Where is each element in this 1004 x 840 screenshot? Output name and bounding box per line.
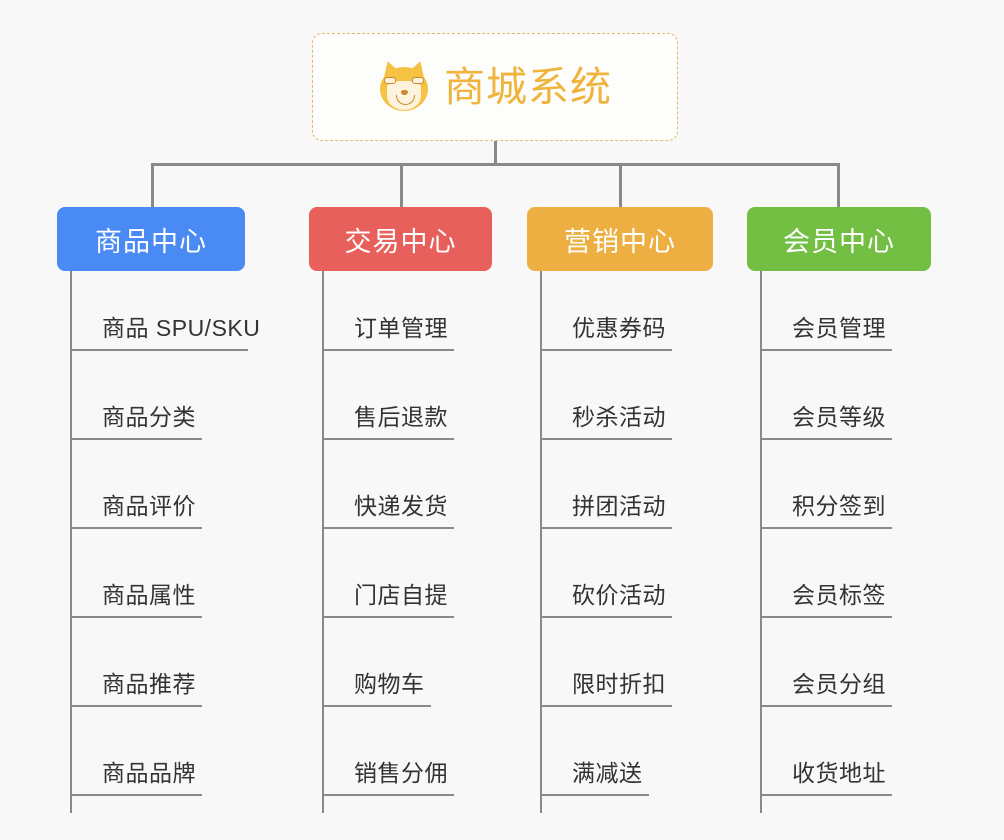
leaf-item-label: 购物车 [354,671,425,697]
connector-drop-1 [151,163,154,208]
leaf-item-label: 销售分佣 [354,760,448,786]
leaf-item-label: 快递发货 [354,493,448,519]
root-title: 商城系统 [444,63,612,110]
leaf-item-label: 满减送 [572,760,643,786]
leaf-item-marketing-6[interactable]: 满减送 [540,760,649,796]
leaf-item-label: 商品推荐 [102,671,196,697]
leaf-item-member-4[interactable]: 会员标签 [760,582,892,618]
leaf-item-marketing-5[interactable]: 限时折扣 [540,671,672,707]
leaf-item-label: 会员等级 [792,404,886,430]
leaf-item-product-3[interactable]: 商品评价 [70,493,202,529]
leaf-item-label: 会员管理 [792,315,886,341]
leaf-item-marketing-4[interactable]: 砍价活动 [540,582,672,618]
category-box-product[interactable]: 商品中心 [57,207,245,271]
connector-drop-2 [400,163,403,208]
leaf-item-label: 商品属性 [102,582,196,608]
leaf-item-marketing-2[interactable]: 秒杀活动 [540,404,672,440]
leaf-item-product-6[interactable]: 商品品牌 [70,760,202,796]
leaf-spine [760,271,762,813]
leaf-item-member-6[interactable]: 收货地址 [760,760,892,796]
connector-drop-4 [837,163,840,208]
leaf-item-label: 门店自提 [354,582,448,608]
category-box-trade[interactable]: 交易中心 [309,207,492,271]
leaf-item-label: 收货地址 [792,760,886,786]
leaf-item-label: 砍价活动 [572,582,666,608]
leaf-item-label: 积分签到 [792,493,886,519]
leaf-item-trade-2[interactable]: 售后退款 [322,404,454,440]
leaf-item-trade-4[interactable]: 门店自提 [322,582,454,618]
category-box-member[interactable]: 会员中心 [747,207,931,271]
shiba-dog-face-icon [378,58,430,113]
leaf-item-product-4[interactable]: 商品属性 [70,582,202,618]
leaf-item-product-2[interactable]: 商品分类 [70,404,202,440]
leaf-item-product-5[interactable]: 商品推荐 [70,671,202,707]
leaf-item-label: 订单管理 [354,315,448,341]
leaf-item-label: 会员标签 [792,582,886,608]
leaf-spine [70,271,72,813]
leaf-item-trade-3[interactable]: 快递发货 [322,493,454,529]
leaf-item-trade-1[interactable]: 订单管理 [322,315,454,351]
leaf-item-marketing-1[interactable]: 优惠券码 [540,315,672,351]
root-node[interactable]: 商城系统 [312,33,678,141]
leaf-item-member-5[interactable]: 会员分组 [760,671,892,707]
leaf-item-trade-5[interactable]: 购物车 [322,671,431,707]
leaf-item-product-1[interactable]: 商品 SPU/SKU [70,315,260,351]
leaf-item-label: 商品品牌 [102,760,196,786]
leaf-item-label: 商品分类 [102,404,196,430]
leaf-spine [322,271,324,813]
connector-horizontal-bar [151,163,839,166]
leaf-item-marketing-3[interactable]: 拼团活动 [540,493,672,529]
leaf-item-label: 限时折扣 [572,671,666,697]
leaf-item-trade-6[interactable]: 销售分佣 [322,760,454,796]
leaf-item-label: 秒杀活动 [572,404,666,430]
leaf-item-label: 优惠券码 [572,315,666,341]
leaf-item-label: 拼团活动 [572,493,666,519]
leaf-item-label: 商品 SPU/SKU [102,315,261,341]
category-box-marketing[interactable]: 营销中心 [527,207,713,271]
leaf-item-member-3[interactable]: 积分签到 [760,493,892,529]
connector-root-stem [494,141,497,165]
leaf-item-label: 售后退款 [354,404,448,430]
leaf-item-member-1[interactable]: 会员管理 [760,315,892,351]
leaf-item-member-2[interactable]: 会员等级 [760,404,892,440]
leaf-spine [540,271,542,813]
leaf-item-label: 商品评价 [102,493,196,519]
leaf-item-label: 会员分组 [792,671,886,697]
connector-drop-3 [619,163,622,208]
